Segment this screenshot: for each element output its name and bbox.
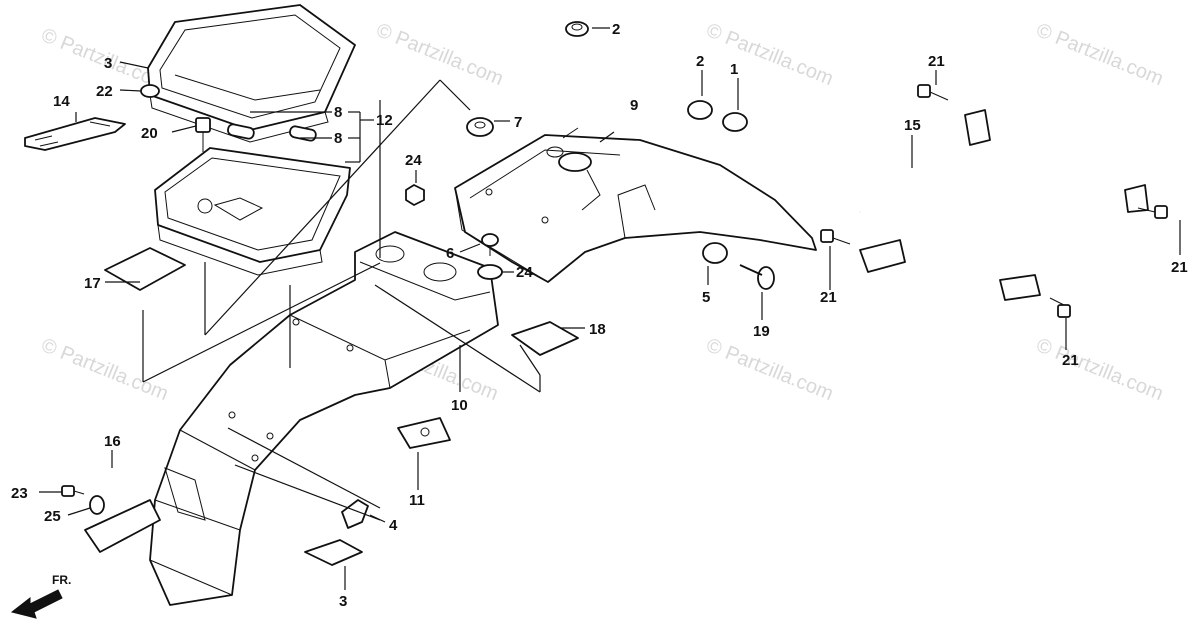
- callout-label: 18: [589, 321, 606, 338]
- callout-label: 21: [1171, 259, 1188, 276]
- grommet-part[interactable]: [140, 84, 160, 98]
- cushion-part[interactable]: [687, 100, 748, 132]
- nut-part[interactable]: [477, 264, 503, 280]
- callout-label: 14: [53, 93, 70, 110]
- collar-part[interactable]: [466, 117, 494, 137]
- clip-nut-part[interactable]: [304, 539, 363, 566]
- mud-flap-part[interactable]: [84, 499, 161, 553]
- callout-label: 2: [612, 21, 620, 38]
- callout-label: 19: [753, 323, 770, 340]
- bolt-part[interactable]: [820, 229, 851, 245]
- callout-label: 10: [451, 397, 468, 414]
- decal-part[interactable]: [104, 247, 186, 291]
- callout-label: 23: [11, 485, 28, 502]
- callout-label: 8: [334, 130, 342, 147]
- callout-label: 16: [104, 433, 121, 450]
- callout-label: 15: [904, 117, 921, 134]
- grab-rail-part[interactable]: [858, 86, 1149, 301]
- callout-label: 12: [376, 112, 393, 129]
- nut-part[interactable]: [405, 184, 425, 206]
- watermark: © Partzilla.com: [703, 19, 836, 90]
- callout-label: 5: [702, 289, 710, 306]
- watermark: © Partzilla.com: [373, 19, 506, 90]
- washer-part[interactable]: [89, 495, 105, 515]
- cushion-part[interactable]: [702, 242, 728, 264]
- tool-strap-part[interactable]: [24, 117, 126, 151]
- callout-label: 24: [405, 152, 422, 169]
- callout-label: 20: [141, 125, 158, 142]
- callout-label: 25: [44, 508, 61, 525]
- callout-label: 11: [409, 492, 425, 509]
- grommet-part[interactable]: [565, 21, 589, 37]
- callout-label: 21: [1062, 352, 1079, 369]
- callout-labels: 1 2 2 3 3 4 5 6 7 8 8 9 10 11 12 14 15 1…: [11, 21, 1188, 610]
- front-direction-arrow: FR.: [10, 573, 71, 619]
- collar-bolt-part[interactable]: [739, 264, 775, 290]
- callout-label: 6: [446, 245, 454, 262]
- callout-label: 21: [820, 289, 837, 306]
- callout-label: 1: [730, 61, 738, 78]
- toolbox-lid-part[interactable]: [147, 4, 356, 143]
- callout-label: 3: [104, 55, 112, 72]
- bolt-part[interactable]: [1137, 205, 1168, 219]
- callout-label: 22: [96, 83, 113, 100]
- callout-label: 24: [516, 264, 533, 281]
- leader-lines: [39, 27, 1181, 590]
- rubber-pad-part[interactable]: [227, 123, 317, 142]
- bolt-part[interactable]: [917, 84, 949, 101]
- watermark: © Partzilla.com: [703, 334, 836, 405]
- callout-label: 3: [339, 593, 347, 610]
- callout-label: 8: [334, 104, 342, 121]
- watermark: © Partzilla.com: [38, 334, 171, 405]
- bolt-part[interactable]: [1049, 297, 1071, 318]
- watermark: © Partzilla.com: [1033, 334, 1166, 405]
- callout-label: 21: [928, 53, 945, 70]
- front-marker-label: FR.: [52, 573, 71, 587]
- inner-fender-part[interactable]: [149, 231, 499, 606]
- callout-label: 9: [630, 97, 638, 114]
- clip-nut-part[interactable]: [397, 417, 451, 449]
- rear-fender-part[interactable]: [454, 127, 817, 283]
- decal-part[interactable]: [511, 321, 579, 356]
- toolbox-part[interactable]: [154, 147, 351, 276]
- bolt-part[interactable]: [61, 485, 85, 497]
- callout-label: 4: [389, 517, 398, 534]
- callout-label: 2: [696, 53, 704, 70]
- bolt-part[interactable]: [481, 233, 499, 256]
- watermark: © Partzilla.com: [1033, 19, 1166, 90]
- bolt-part[interactable]: [195, 117, 211, 152]
- callout-label: 17: [84, 275, 101, 292]
- callout-label: 7: [514, 114, 522, 131]
